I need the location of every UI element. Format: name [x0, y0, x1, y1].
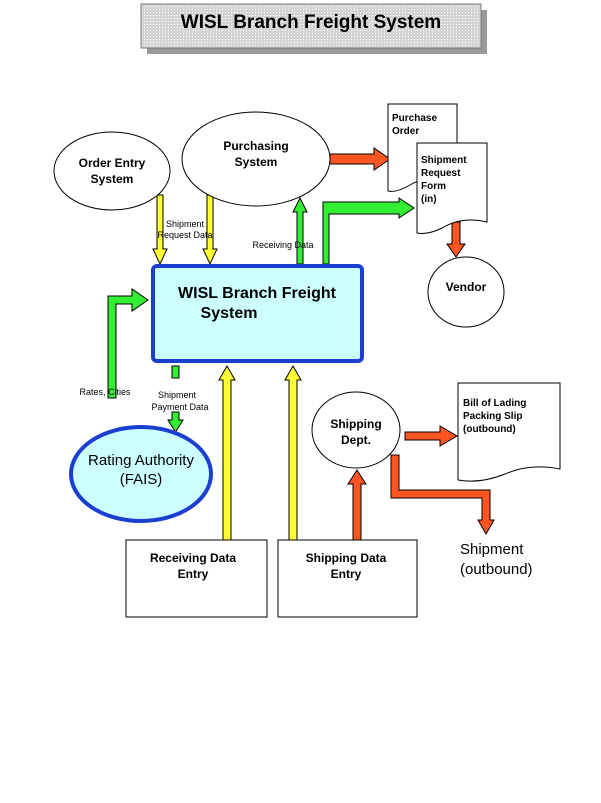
shipping-dept-label-1: Shipping — [330, 417, 381, 431]
page-title: WISL Branch Freight System — [181, 12, 441, 33]
flow-label-rates-cities: Rates, Cities — [79, 387, 131, 397]
shipment-request-form-document: Shipment Request Form (in) — [416, 142, 488, 234]
arrow-rating-authority-shipment-payment — [167, 365, 184, 433]
rating-authority-label-2: (FAIS) — [120, 471, 163, 488]
vendor-node: Vendor — [427, 256, 505, 328]
shipment-request-label-3: Form — [421, 181, 446, 192]
central-system-box: WISL Branch Freight System — [151, 264, 364, 363]
central-label-2: System — [201, 305, 258, 322]
bill-of-lading-document: Bill of Lading Packing Slip (outbound) — [457, 382, 561, 482]
vendor-label: Vendor — [446, 280, 487, 294]
flow-label-shipment-payment-1: Shipment — [158, 390, 197, 400]
arrow-receiving-entry-to-central — [218, 364, 236, 541]
purchasing-label-1: Purchasing — [223, 139, 288, 153]
order-entry-system-node: Order Entry System — [53, 131, 171, 211]
shipment-request-label-2: Request — [421, 168, 461, 179]
arrow-purchasing-to-purchase-order — [329, 147, 391, 171]
receiving-data-entry-box: Receiving Data Entry — [125, 539, 268, 618]
flow-label-shipment-payment-2: Payment Data — [151, 402, 208, 412]
shipping-entry-label-1: Shipping Data — [306, 551, 387, 565]
arrow-purchasing-to-central — [202, 194, 218, 266]
title-banner: WISL Branch Freight System — [140, 3, 487, 54]
shipping-dept-label-2: Dept. — [341, 433, 371, 447]
central-label-1: WISL Branch Freight — [178, 285, 337, 302]
arrow-shipping-entry-to-shipping-dept — [347, 469, 367, 541]
order-entry-label-1: Order Entry — [79, 156, 146, 170]
flow-label-shipment-request-2: Request Data — [157, 230, 212, 240]
shipment-outbound-label: Shipment (outbound) — [460, 541, 533, 578]
arrow-central-to-rating-authority — [107, 288, 149, 399]
shipment-request-label-4: (in) — [421, 194, 437, 205]
shipping-data-entry-box: Shipping Data Entry — [277, 539, 418, 618]
bill-of-lading-label-2: Packing Slip — [463, 411, 522, 422]
purchase-order-label-2: Order — [392, 126, 419, 137]
flow-label-shipment-request-1: Shipment — [166, 219, 205, 229]
arrow-shipment-request-to-vendor — [446, 221, 466, 258]
arrow-shipping-entry-to-central — [284, 364, 302, 541]
rating-authority-label-1: Rating Authority — [88, 452, 194, 469]
arrow-shipping-dept-to-shipment — [390, 454, 495, 536]
shipment-outbound-label-2: (outbound) — [460, 561, 533, 578]
bill-of-lading-label-3: (outbound) — [463, 424, 516, 435]
receiving-entry-label-1: Receiving Data — [150, 551, 236, 565]
order-entry-label-2: System — [91, 172, 134, 186]
purchasing-system-node: Purchasing System — [181, 111, 331, 207]
receiving-entry-label-2: Entry — [178, 567, 209, 581]
shipping-dept-node: Shipping Dept. — [311, 391, 401, 469]
bill-of-lading-label-1: Bill of Lading — [463, 398, 526, 409]
flow-label-receiving-data: Receiving Data — [252, 240, 313, 250]
purchasing-label-2: System — [235, 155, 278, 169]
arrow-central-to-purchasing — [292, 196, 308, 265]
shipping-entry-label-2: Entry — [331, 567, 362, 581]
purchase-order-label-1: Purchase — [392, 113, 437, 124]
shipment-outbound-label-1: Shipment — [460, 541, 524, 558]
arrow-order-entry-to-central — [152, 194, 168, 266]
arrow-central-to-shipment-request-form — [322, 197, 415, 265]
arrow-shipping-dept-to-bill-of-lading — [404, 425, 458, 447]
rating-authority-node: Rating Authority (FAIS) — [69, 425, 213, 523]
shipment-request-label-1: Shipment — [421, 155, 467, 166]
